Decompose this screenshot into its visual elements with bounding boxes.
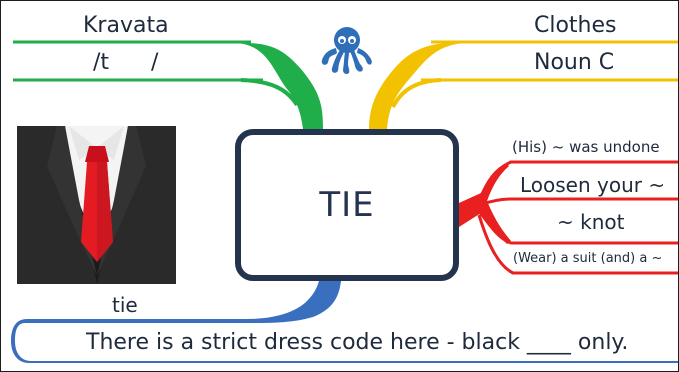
grammar-label: Noun C: [534, 50, 615, 75]
image-caption: tie: [112, 293, 138, 317]
example-sentence: There is a strict dress code here - blac…: [86, 330, 629, 355]
center-word: TIE: [319, 185, 375, 225]
collocation-item: (Wear) a suit (and) a ~: [513, 251, 663, 266]
translation-label: Kravata: [83, 13, 169, 38]
center-node: TIE: [235, 129, 459, 281]
collocation-item: ~ knot: [557, 210, 625, 234]
meaning-label: Clothes: [534, 13, 617, 38]
octopus-icon: [321, 27, 372, 74]
yellow-branch: [369, 40, 678, 129]
tie-image: [17, 126, 176, 284]
red-branch: [459, 160, 678, 275]
green-branch: [13, 40, 323, 129]
pronunciation-label: /t /: [93, 50, 159, 75]
blue-branch: [11, 281, 678, 363]
collocation-item: Loosen your ~: [520, 173, 666, 197]
collocation-item: (His) ~ was undone: [512, 138, 660, 156]
